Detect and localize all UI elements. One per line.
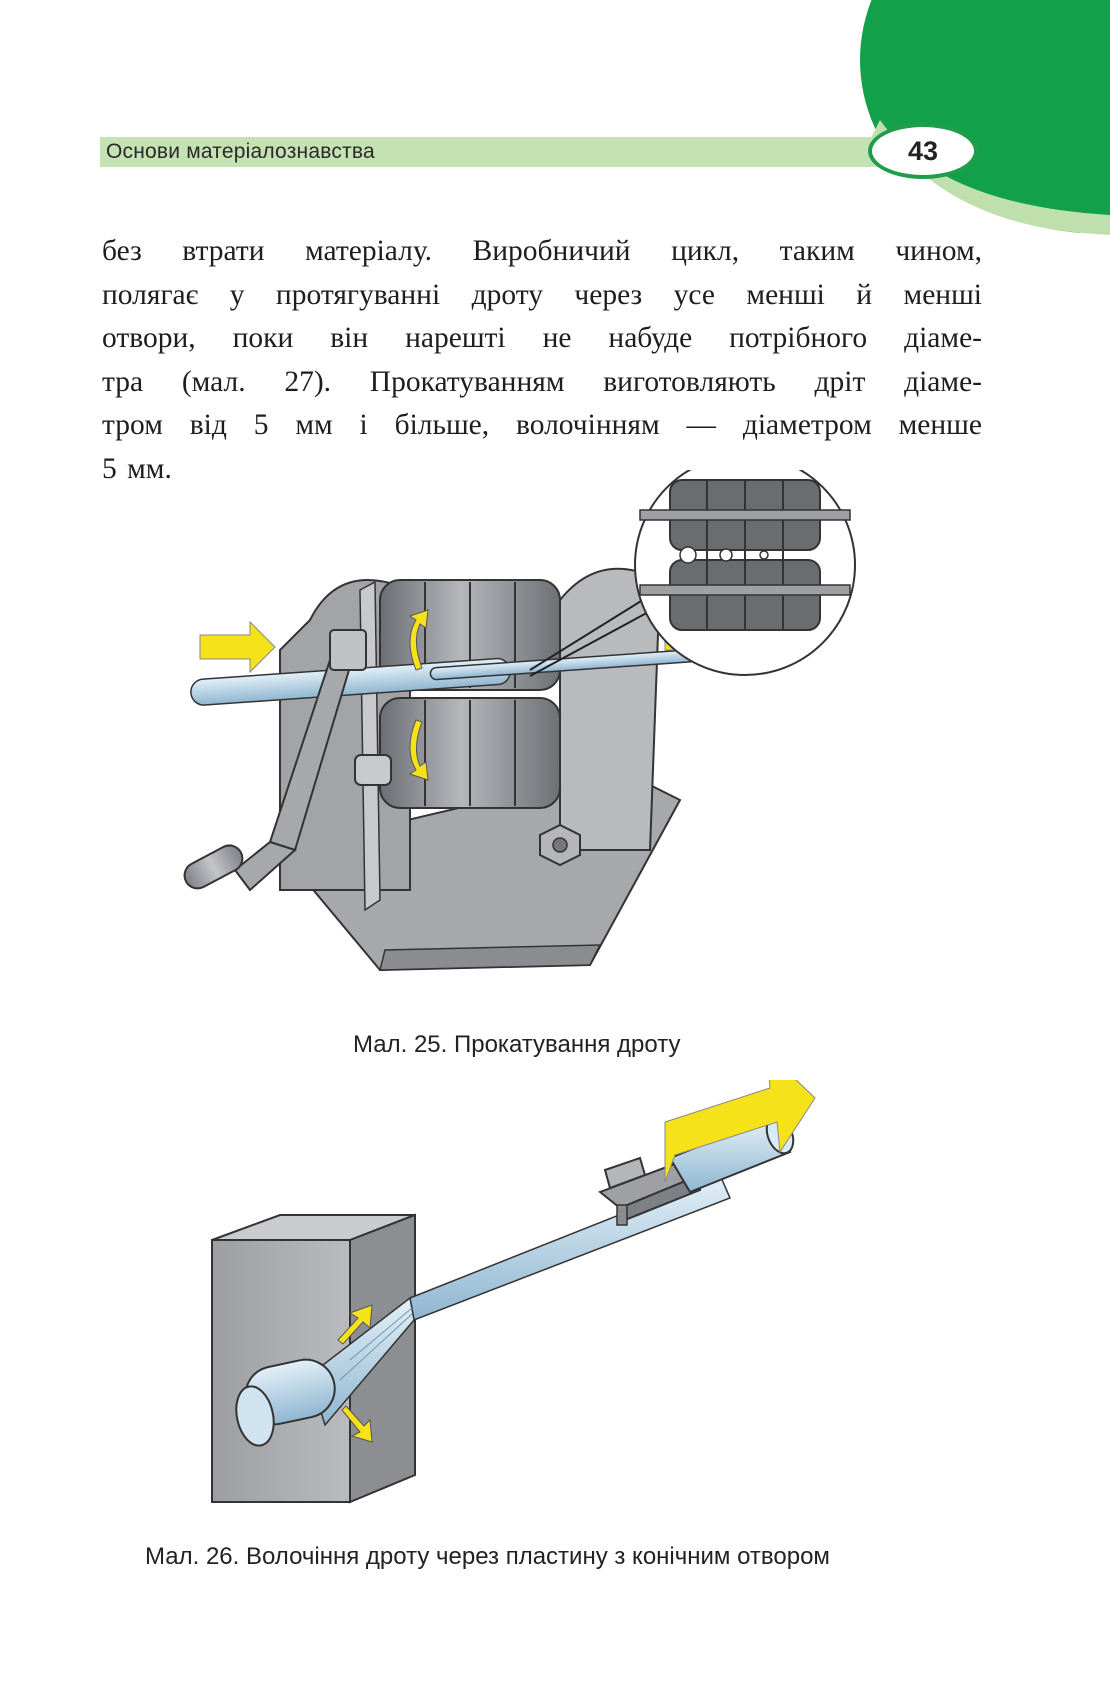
figure-wire-rolling <box>183 470 856 972</box>
body-line: 5 мм. <box>102 452 172 485</box>
body-line: тром від 5 мм і більше, волочінням — діа… <box>102 409 982 442</box>
body-line: отвори, поки він нарешті не набуде потрі… <box>102 322 982 355</box>
figure-wire-drawing <box>211 1080 816 1504</box>
body-line: без втрати матеріалу. Виробничий цикл, т… <box>102 235 982 267</box>
body-line: тра (мал. 27). Прокатуванням виготовляют… <box>102 365 982 398</box>
figure-caption: Мал. 26. Волочіння дроту через пластину … <box>145 1543 830 1570</box>
header-band <box>100 137 890 167</box>
body-line: полягає у протягуванні дроту через усе м… <box>102 278 982 311</box>
page-number: 43 <box>868 123 978 179</box>
figure-caption: Мал. 25. Прокатування дроту <box>353 1031 681 1058</box>
body-paragraph: без втрати матеріалу. Виробничий цикл, т… <box>102 230 982 492</box>
section-title: Основи матеріалознавства <box>106 140 375 163</box>
